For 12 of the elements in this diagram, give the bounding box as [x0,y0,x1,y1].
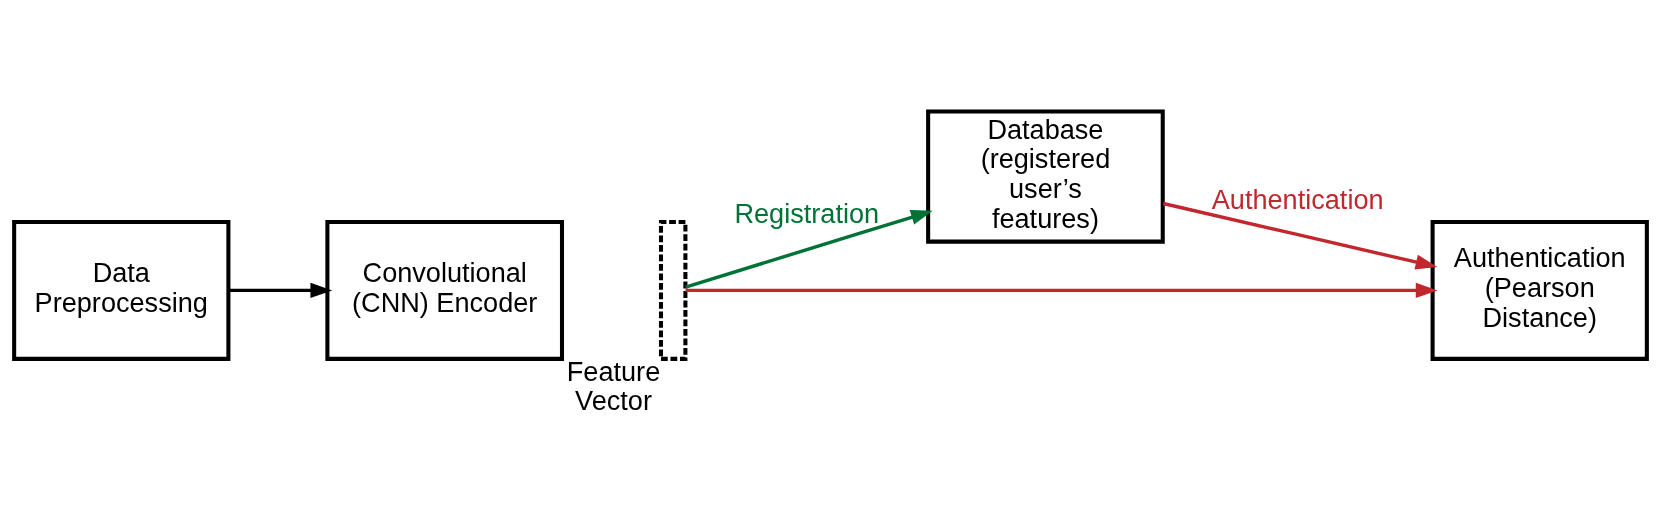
edge-label: Registration [734,197,880,229]
node-bar [658,219,688,361]
arrow [1162,201,1438,270]
node-box: Authentication (Pearson Distance) [1430,219,1649,361]
edge-label: Authentication [1211,184,1384,216]
node-box: Data Preprocessing [12,219,231,361]
arrow [685,210,933,289]
node-box: Convolutional (CNN) Encoder [325,219,565,361]
arrow [228,282,333,299]
arrow [685,282,1438,299]
node-box: Database (registered user’s features) [926,109,1165,244]
node-label: Feature Vector [566,355,661,417]
